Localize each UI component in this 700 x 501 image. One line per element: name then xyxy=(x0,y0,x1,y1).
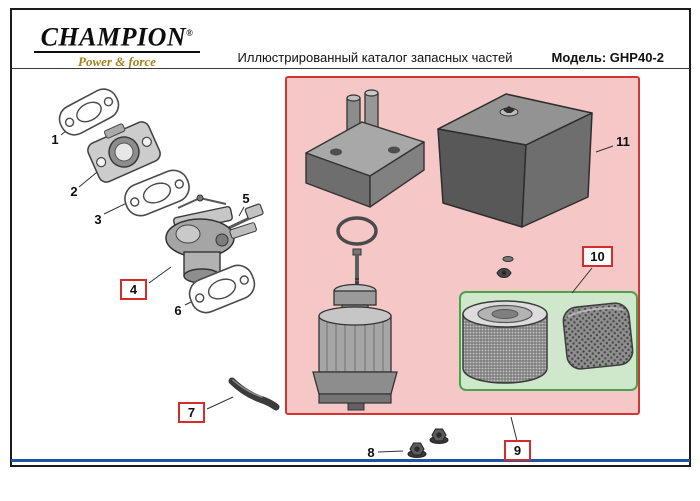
footer-accent-line xyxy=(11,459,690,462)
model-label: Модель: GHP40-2 xyxy=(551,50,664,65)
part-label-5: 5 xyxy=(242,191,250,206)
part-label-9: 9 xyxy=(504,440,531,461)
part-label-4: 4 xyxy=(120,279,147,300)
part-label-1: 1 xyxy=(51,132,59,147)
filter-elements-group-panel xyxy=(459,291,638,391)
page-border xyxy=(10,8,691,467)
part-label-11: 11 xyxy=(616,134,630,149)
brand-name-text: CHAMPION xyxy=(40,22,187,52)
part-label-7: 7 xyxy=(178,402,205,423)
champion-logo: CHAMPION® Power & force xyxy=(30,20,204,70)
registered-mark: ® xyxy=(186,28,194,38)
brand-name: CHAMPION® xyxy=(30,20,204,51)
catalog-title: Иллюстрированный каталог запасных частей xyxy=(237,50,513,65)
logo-underline xyxy=(34,50,200,53)
part-label-3: 3 xyxy=(94,212,102,227)
brand-tagline: Power & force xyxy=(78,53,156,69)
part-label-6: 6 xyxy=(174,303,182,318)
header-divider xyxy=(11,68,690,69)
part-label-8: 8 xyxy=(367,445,375,460)
part-label-10: 10 xyxy=(582,246,613,267)
part-label-2: 2 xyxy=(70,184,78,199)
